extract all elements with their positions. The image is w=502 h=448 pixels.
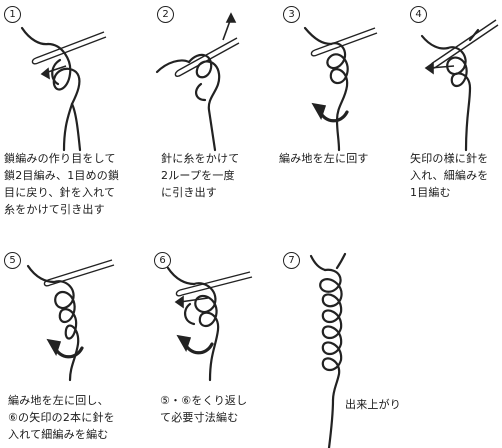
step-4-illustration (420, 19, 499, 152)
step-2-number: 2 (157, 6, 174, 23)
step-7-caption: 出来上がり (345, 398, 401, 411)
step-3-caption: 編み地を左に回す (279, 152, 369, 165)
rotate-arrow-icon (46, 338, 84, 359)
step-1-number: 1 (4, 6, 21, 23)
step-3-number: 3 (283, 6, 300, 23)
direction-arrow-icon (40, 65, 67, 80)
step-6-caption: ⑤・⑥をくり返し て必要寸法編む (160, 394, 248, 424)
crochet-hook-icon (31, 31, 107, 65)
step-4-caption: 矢印の様に針を 入れ、細編みを 1目編む (410, 152, 489, 199)
yarn-loop-icon (309, 252, 347, 448)
step-1-illustration (20, 26, 107, 152)
step-5-illustration (26, 259, 115, 382)
crochet-hook-icon (43, 259, 115, 287)
step-5-caption: 編み地を左に回し、 ⑥の矢印の2本に針を 入れて細編みを編む (8, 394, 115, 441)
step-4-number: 4 (410, 6, 427, 23)
step-2-panel: 2 針に糸をかけて 2ループを一度 に引き出す (145, 0, 275, 230)
crochet-hook-icon (175, 271, 253, 297)
step-2-illustration (155, 12, 240, 152)
yarn-loop-icon (155, 53, 221, 152)
crochet-hook-icon (310, 27, 378, 57)
rotate-arrow-icon (176, 334, 214, 355)
step-6-illustration (166, 266, 253, 382)
step-6-number: 6 (154, 252, 171, 269)
yarn-loop-icon (166, 266, 220, 382)
step-4-panel: 4 矢印の様に針を 入れ、細編みを 1目編む (400, 0, 502, 230)
step-7-number: 7 (283, 252, 300, 269)
direction-arrow-icon (424, 61, 455, 75)
yarn-loop-icon (20, 26, 82, 152)
rotate-arrow-icon (311, 102, 349, 123)
step-1-caption: 鎖編みの作り目をして 鎖2目編み、1目めの鎖 目に戻り、針を入れて 糸をかけて引… (4, 152, 120, 216)
step-7-panel: 7 出来上がり (275, 250, 502, 448)
step-7-illustration (309, 252, 347, 448)
yarn-loop-icon (26, 264, 80, 382)
direction-arrow-icon (222, 12, 237, 41)
crochet-hook-icon (174, 37, 240, 78)
direction-arrow-icon (174, 295, 209, 309)
yarn-loop-icon (420, 28, 480, 152)
step-5-panel: 5 編み地を左に回し、 ⑥の矢印の2本に針を 入れて細編みを編む (0, 250, 150, 448)
step-6-panel: 6 ⑤・⑥をくり返し て必要寸法編む (150, 250, 280, 448)
step-2-caption: 針に糸をかけて 2ループを一度 に引き出す (161, 152, 240, 199)
step-5-number: 5 (4, 252, 21, 269)
step-3-illustration (303, 26, 378, 152)
step-3-panel: 3 編み地を左に回す (275, 0, 405, 230)
step-1-panel: 1 鎖編みの作り目をして 鎖2目編み、1目めの鎖 目に戻り、針を入れて 糸をかけ… (0, 0, 150, 260)
yarn-loop-icon (303, 26, 349, 152)
